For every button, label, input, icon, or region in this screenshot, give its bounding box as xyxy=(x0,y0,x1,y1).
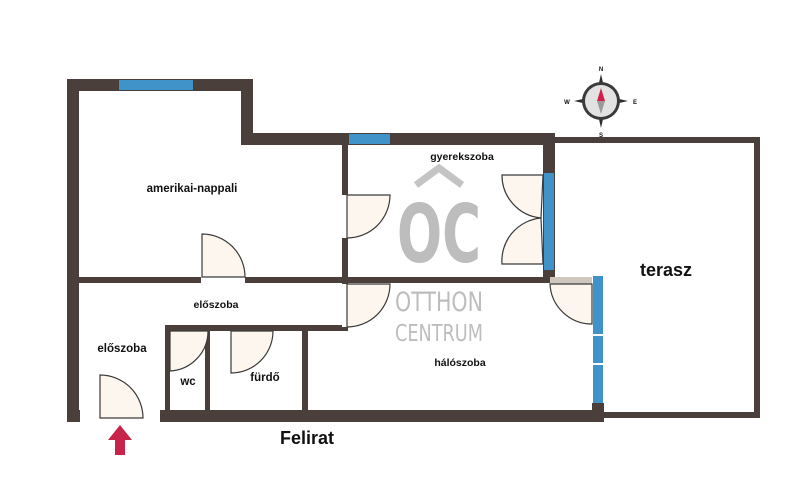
terrace-double-door-right xyxy=(501,217,544,265)
room-label-terrace: terasz xyxy=(640,260,692,280)
bathroom-door xyxy=(230,330,274,374)
terrace-double-door-left xyxy=(501,174,544,219)
room-label-hall-upper: előszoba xyxy=(194,299,239,311)
room-label-bedroom: hálószoba xyxy=(434,357,486,369)
window xyxy=(593,336,603,363)
room-label-kids: gyerekszoba xyxy=(430,151,494,163)
compass-w: W xyxy=(564,100,570,106)
wc-door xyxy=(169,330,209,372)
bedroom-terrace-door xyxy=(549,283,593,325)
watermark-line2: CENTRUM xyxy=(395,321,483,347)
doors xyxy=(80,174,593,422)
plan-caption: Felirat xyxy=(280,428,334,448)
room-label-bath: fürdő xyxy=(250,372,279,384)
window xyxy=(544,173,554,270)
compass-s: S xyxy=(599,133,603,139)
room-label-hall-lower: előszoba xyxy=(97,343,147,355)
bedroom-door xyxy=(346,283,391,328)
window xyxy=(593,276,603,334)
compass-icon: N S E W xyxy=(564,67,637,139)
watermark-line1: OTTHON xyxy=(395,287,483,318)
window xyxy=(349,134,390,144)
compass-n: N xyxy=(599,67,603,73)
kids-room-door xyxy=(346,194,391,239)
window xyxy=(119,80,193,90)
room-label-wc: wc xyxy=(179,376,196,388)
watermark-roof-icon xyxy=(413,163,465,188)
compass-e: E xyxy=(633,100,637,106)
watermark-monogram: OC xyxy=(397,188,481,281)
entrance-arrow-icon xyxy=(108,425,132,455)
entrance-door xyxy=(99,374,144,419)
windows xyxy=(119,80,603,403)
living-door xyxy=(201,233,246,278)
otthon-centrum-watermark: OC OTTHON CENTRUM xyxy=(395,163,483,347)
window xyxy=(593,365,603,403)
room-label-living: amerikai-nappali xyxy=(147,183,238,195)
